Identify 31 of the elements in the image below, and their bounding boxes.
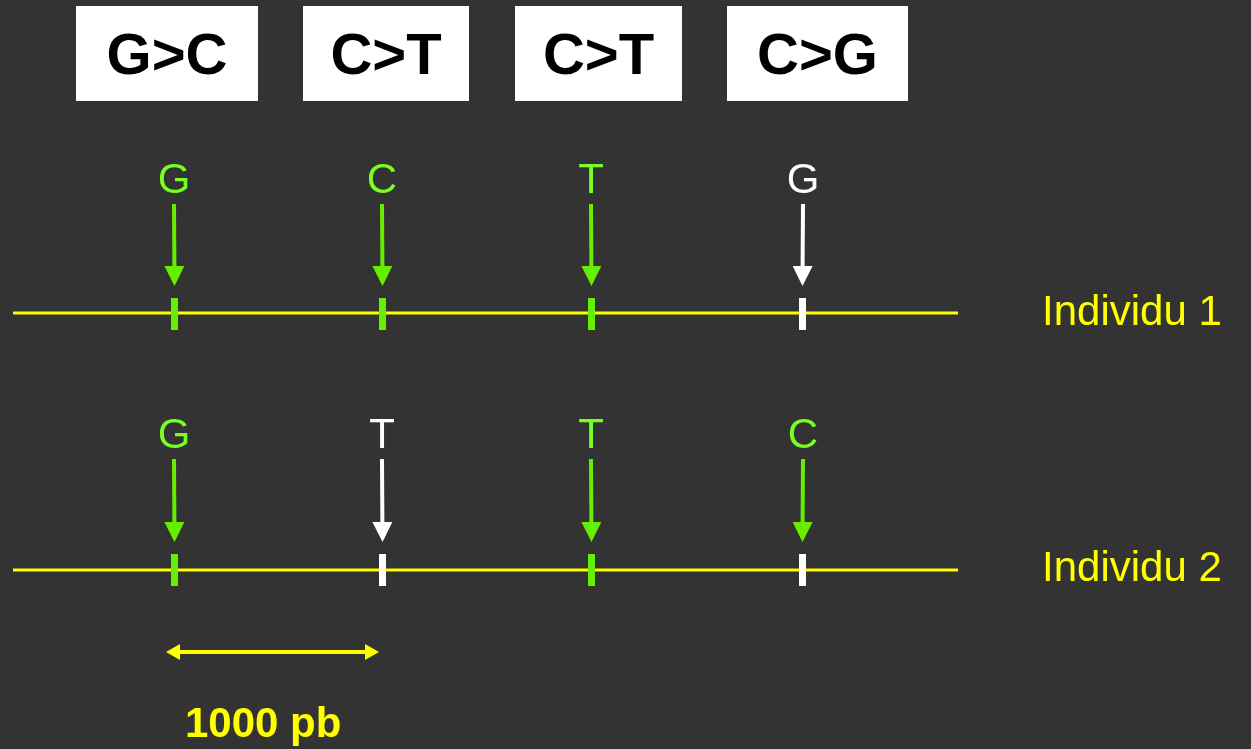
arrow	[372, 459, 393, 542]
snp-tick	[799, 554, 806, 586]
allele-letter: T	[566, 158, 616, 202]
arrow	[164, 204, 185, 286]
snp-tick	[588, 554, 595, 586]
allele-letter: G	[778, 158, 828, 202]
arrow	[581, 204, 602, 286]
mutation-box: C>G	[727, 6, 908, 101]
snp-tick	[171, 298, 178, 330]
arrow	[792, 459, 813, 542]
allele-letter: T	[566, 413, 616, 457]
mutation-box: C>T	[515, 6, 682, 101]
snp-tick	[171, 554, 178, 586]
allele-letter: G	[149, 413, 199, 457]
arrow	[164, 459, 185, 542]
arrow	[372, 204, 393, 286]
individual-label: Individu 1	[1042, 288, 1222, 334]
snp-tick	[379, 298, 386, 330]
individual-label: Individu 2	[1042, 544, 1222, 590]
allele-letter: C	[357, 158, 407, 202]
snp-tick	[379, 554, 386, 586]
arrow	[581, 459, 602, 542]
snp-tick	[799, 298, 806, 330]
allele-letter: G	[149, 158, 199, 202]
allele-letter: C	[778, 413, 828, 457]
mutation-box: G>C	[76, 6, 258, 101]
arrow	[792, 204, 813, 286]
mutation-box: C>T	[303, 6, 469, 101]
dimension-label: 1000 pb	[185, 700, 342, 746]
allele-letter: T	[357, 413, 407, 457]
snp-tick	[588, 298, 595, 330]
